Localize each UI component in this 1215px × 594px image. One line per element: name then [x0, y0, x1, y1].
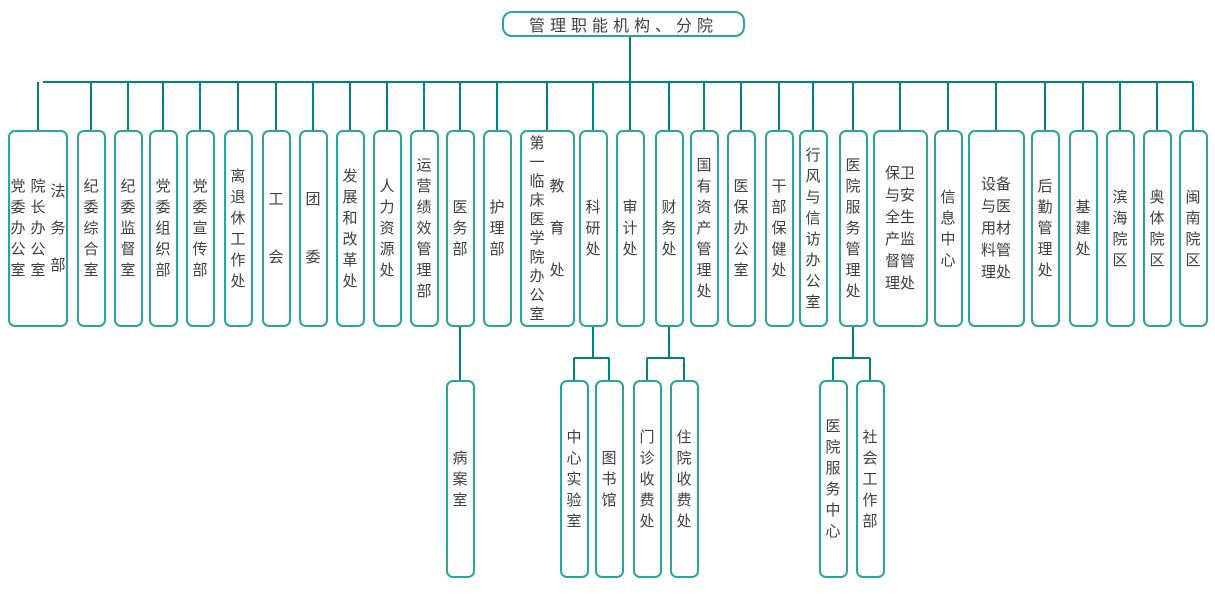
- org-node: 信息中心: [933, 130, 963, 327]
- org-node-label: 行风与信访办公室: [805, 146, 821, 311]
- org-node-label: 第一临床医学院办公室: [529, 134, 545, 323]
- org-node: 财务处: [654, 130, 684, 327]
- org-node-label: 教育处: [549, 177, 565, 279]
- org-node-label: 后勤管理处: [1037, 178, 1053, 279]
- org-node-label: 党委办公室: [10, 178, 26, 279]
- org-node: 后勤管理处: [1030, 130, 1060, 327]
- org-node: 团委: [298, 130, 328, 327]
- org-node: 病案室: [445, 380, 475, 578]
- org-node: 保卫与安全生产监督管理处: [872, 130, 928, 327]
- org-node-label: 中心实验室: [566, 428, 582, 530]
- org-node-label: 设备与医用材料管理处: [980, 175, 1011, 281]
- org-node: 工会: [261, 130, 291, 327]
- org-node: 离退休工作处: [223, 130, 253, 327]
- org-node-label: 党委宣传部: [192, 178, 208, 279]
- org-node-label: 医院服务中心: [825, 418, 841, 540]
- org-node: 医院服务管理处: [838, 130, 868, 327]
- org-node: 医院服务中心: [818, 380, 848, 578]
- org-node-label: 纪委综合室: [83, 178, 99, 279]
- org-node-label: 奥体院区: [1149, 188, 1165, 269]
- org-node: 行风与信访办公室: [798, 130, 828, 327]
- org-node-label: 滨海院区: [1112, 188, 1128, 269]
- org-node: 审计处: [615, 130, 645, 327]
- org-node-label: 运营绩效管理部: [416, 157, 432, 300]
- org-node: 发展和改革处: [335, 130, 365, 327]
- org-node: 奥体院区: [1142, 130, 1172, 327]
- org-node-label: 发展和改革处: [342, 167, 358, 290]
- org-node: 党委宣传部: [185, 130, 215, 327]
- org-node: 科研处: [578, 130, 608, 327]
- org-node-label: 团委: [305, 190, 321, 266]
- org-node: 社会工作部: [855, 380, 885, 578]
- org-node-label: 闽南院区: [1185, 188, 1201, 269]
- org-node-label: 基建处: [1075, 199, 1091, 258]
- org-node: 干部保健处: [764, 130, 794, 327]
- org-node: 医保办公室: [726, 130, 756, 327]
- org-node: 中心实验室: [559, 380, 589, 578]
- org-node-label: 信息中心: [940, 188, 956, 269]
- org-node-label: 社会工作部: [862, 428, 878, 530]
- org-node-label: 保卫与安全生产监督管理处: [884, 164, 915, 292]
- org-node: 图书馆: [594, 380, 624, 578]
- org-node: 滨海院区: [1105, 130, 1135, 327]
- org-node-label: 门诊收费处: [639, 428, 655, 530]
- root-node-label: 管理职能机构、分院: [528, 18, 718, 35]
- org-node-label: 病案室: [452, 449, 468, 509]
- org-node-label: 科研处: [585, 199, 601, 258]
- org-node: 第一临床医学院办公室教育处: [519, 130, 575, 327]
- org-node: 党委办公室院长办公室法务部: [8, 130, 68, 327]
- org-node-label: 医院服务管理处: [845, 157, 861, 300]
- org-node-label: 审计处: [622, 199, 638, 258]
- org-node-label: 住院收费处: [676, 428, 692, 530]
- org-node: 党委组织部: [148, 130, 178, 327]
- org-node: 人力资源处: [372, 130, 402, 327]
- org-node: 运营绩效管理部: [409, 130, 439, 327]
- org-node-label: 图书馆: [601, 449, 617, 509]
- org-node-label: 护理部: [489, 199, 505, 258]
- org-node: 纪委综合室: [76, 130, 106, 327]
- org-node-label: 国有资产管理处: [696, 157, 712, 300]
- org-node-label: 纪委监督室: [120, 178, 136, 279]
- org-node-label: 工会: [268, 190, 284, 266]
- org-node-label: 医保办公室: [733, 178, 749, 279]
- org-node-label: 党委组织部: [155, 178, 171, 279]
- org-node-label: 人力资源处: [379, 178, 395, 279]
- org-node: 设备与医用材料管理处: [967, 130, 1025, 327]
- org-node-label: 医务部: [452, 199, 468, 258]
- org-node: 住院收费处: [669, 380, 699, 578]
- org-node-label: 财务处: [661, 199, 677, 258]
- org-node: 闽南院区: [1178, 130, 1208, 327]
- root-node: 管理职能机构、分院: [502, 11, 745, 37]
- org-node: 医务部: [445, 130, 475, 327]
- org-node: 门诊收费处: [632, 380, 662, 578]
- org-node: 护理部: [482, 130, 512, 327]
- org-node-label: 法务部: [50, 183, 66, 274]
- org-node-label: 院长办公室: [30, 178, 46, 279]
- org-node: 国有资产管理处: [689, 130, 719, 327]
- org-node: 纪委监督室: [113, 130, 143, 327]
- org-node: 基建处: [1068, 130, 1098, 327]
- org-node-label: 离退休工作处: [230, 167, 246, 290]
- org-node-label: 干部保健处: [771, 178, 787, 279]
